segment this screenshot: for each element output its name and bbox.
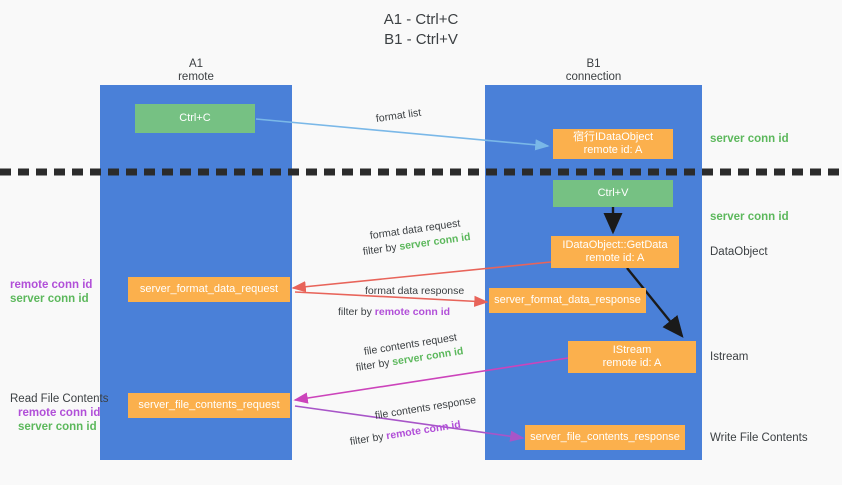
left-label-conn-ids-top: remote conn id server conn id bbox=[10, 278, 92, 306]
filter-prefix-1: filter by bbox=[362, 240, 401, 258]
lane-header-b1: B1 connection bbox=[565, 58, 622, 83]
box-idataobject[interactable]: 宿行IDataObject remote id: A bbox=[553, 129, 673, 159]
box-server-format-data-request[interactable]: server_format_data_request bbox=[128, 277, 290, 302]
left-label-read-file-contents: Read File Contents remote conn id server… bbox=[10, 392, 108, 434]
arrow-label-format-data-response-filter: filter by remote conn id bbox=[338, 305, 450, 319]
arrow-label-file-contents-response-filter: filter by remote conn id bbox=[349, 418, 462, 449]
left-server-conn-id-1: server conn id bbox=[10, 293, 89, 305]
filter-prefix-3: filter by bbox=[355, 356, 394, 374]
arrow-label-format-data-response: format data response bbox=[365, 284, 464, 298]
format-data-response-text: format data response bbox=[365, 285, 465, 297]
filter-prefix-4: filter by bbox=[349, 430, 388, 448]
filter-value-remote-conn-id-2: remote conn id bbox=[385, 418, 462, 443]
page-title: A1 - Ctrl+C B1 - Ctrl+V bbox=[383, 11, 459, 48]
read-file-contents-heading: Read File Contents bbox=[10, 393, 109, 405]
box-server-format-data-response[interactable]: server_format_data_response bbox=[489, 288, 646, 313]
file-contents-response-text: file contents response bbox=[374, 394, 477, 422]
box-ctrl-c[interactable]: Ctrl+C bbox=[135, 104, 255, 133]
filter-prefix-2: filter by bbox=[338, 306, 375, 318]
arrow-label-format-list: format list bbox=[375, 106, 422, 126]
right-label-server-conn-id-1: server conn id bbox=[710, 133, 789, 145]
format-list-text: format list bbox=[375, 106, 422, 125]
right-label-server-conn-id-2: server conn id bbox=[710, 211, 789, 223]
arrow-label-file-contents-response: file contents response bbox=[374, 393, 477, 423]
right-label-dataobject: DataObject bbox=[710, 246, 768, 258]
box-istream[interactable]: IStream remote id: A bbox=[568, 341, 696, 373]
lane-header-a1: A1 remote bbox=[178, 58, 214, 83]
right-label-write-file-contents: Write File Contents bbox=[710, 432, 808, 444]
box-ctrl-v[interactable]: Ctrl+V bbox=[553, 180, 673, 207]
filter-value-remote-conn-id-1: remote conn id bbox=[374, 306, 451, 318]
box-server-file-contents-response[interactable]: server_file_contents_response bbox=[525, 425, 685, 450]
right-label-istream: Istream bbox=[710, 351, 749, 363]
box-server-file-contents-request[interactable]: server_file_contents_request bbox=[128, 393, 290, 418]
left-remote-conn-id-2: remote conn id bbox=[18, 407, 101, 419]
left-server-conn-id-2: server conn id bbox=[18, 421, 97, 433]
box-idataobject-getdata[interactable]: IDataObject::GetData remote id: A bbox=[551, 236, 679, 268]
left-remote-conn-id-1: remote conn id bbox=[10, 279, 93, 291]
